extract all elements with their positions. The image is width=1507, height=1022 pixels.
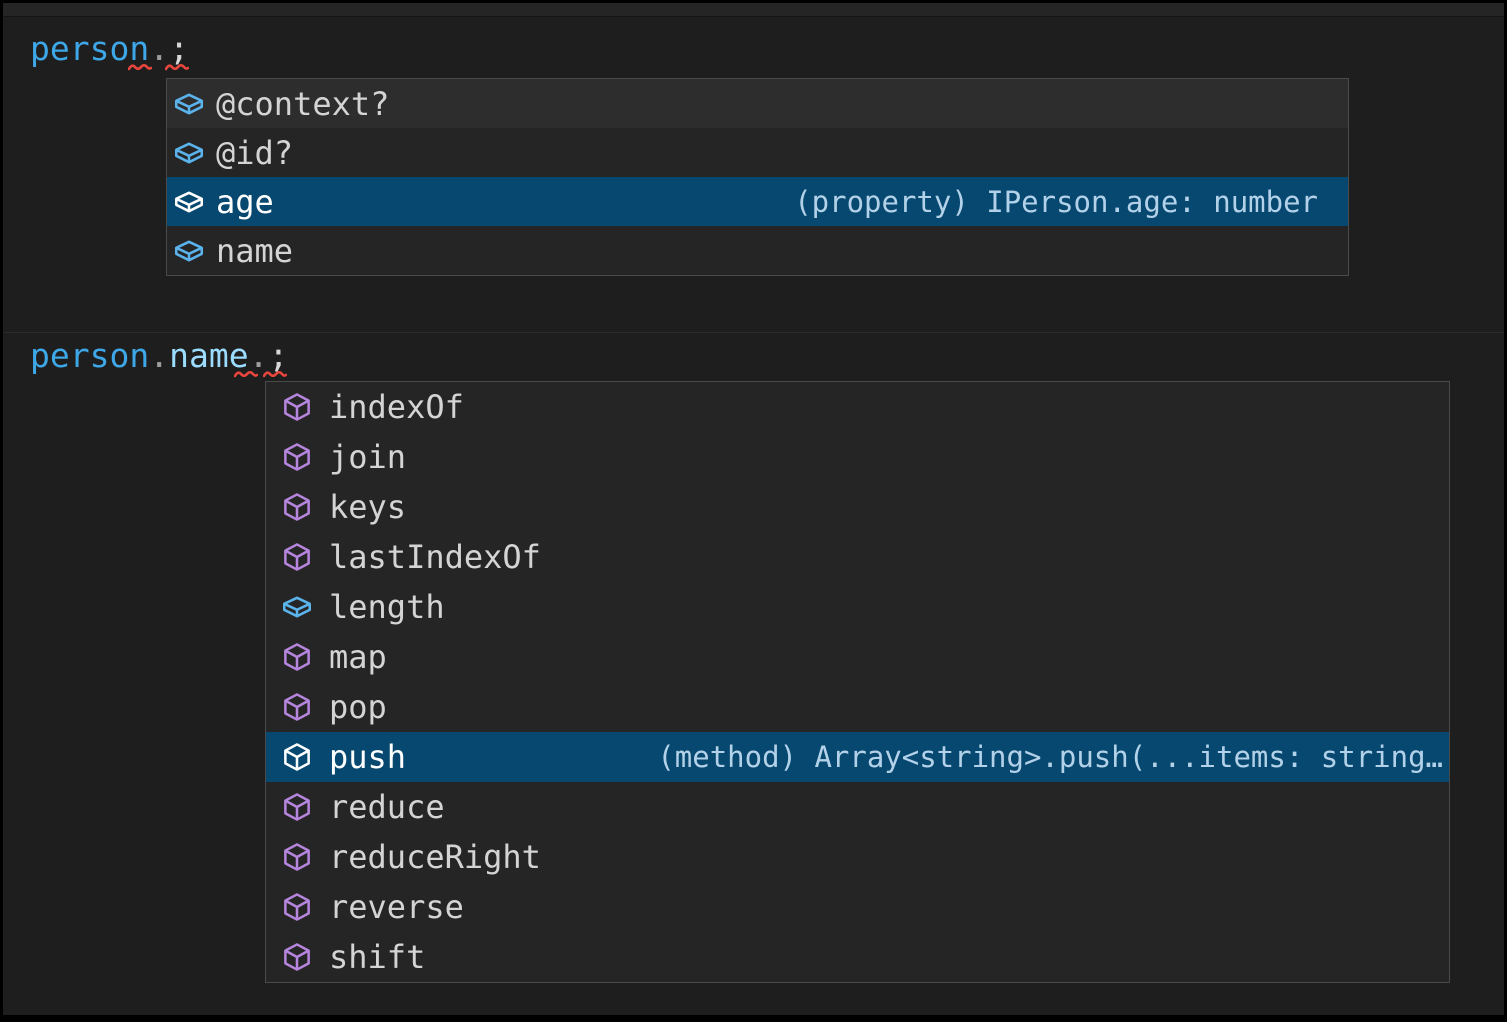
code-line-2[interactable]: person.name.; xyxy=(30,337,288,375)
suggestion-label: age xyxy=(216,182,274,221)
token-semicolon: ; xyxy=(268,336,289,375)
suggestion-item[interactable]: reduce xyxy=(266,782,1449,832)
symbol-field-icon xyxy=(173,87,205,121)
suggestion-item[interactable]: shift xyxy=(266,932,1449,982)
suggestion-item[interactable]: pop xyxy=(266,682,1449,732)
suggestion-item[interactable]: map xyxy=(266,632,1449,682)
token-dot: . xyxy=(248,336,269,375)
suggestion-item[interactable]: @id? xyxy=(167,128,1348,177)
suggestion-label: join xyxy=(329,438,407,476)
suggestion-label: reduce xyxy=(329,788,445,826)
suggestion-label: length xyxy=(329,588,445,626)
symbol-method-icon xyxy=(281,390,313,424)
suggestion-item[interactable]: reduceRight xyxy=(266,832,1449,882)
symbol-method-icon xyxy=(281,940,313,974)
error-squiggle xyxy=(128,62,152,71)
suggest-widget-1: @context? @id? age (property) IPerson.age: … xyxy=(166,78,1349,276)
token-dot: . xyxy=(149,336,170,375)
suggestion-label: indexOf xyxy=(329,388,464,426)
suggestion-item[interactable]: keys xyxy=(266,482,1449,532)
suggestion-label: shift xyxy=(329,938,426,976)
symbol-method-icon xyxy=(281,740,313,774)
suggestion-label: lastIndexOf xyxy=(329,538,541,576)
error-squiggle xyxy=(165,62,189,71)
token-property-name: name xyxy=(169,336,249,375)
symbol-field-icon xyxy=(281,590,313,624)
suggestion-label: pop xyxy=(329,688,387,726)
suggestion-label: @context? xyxy=(216,84,390,123)
suggestion-item[interactable]: push (method) Array<string>.push(...items… xyxy=(266,732,1449,782)
symbol-field-icon xyxy=(173,234,205,268)
suggestion-label: name xyxy=(216,231,294,270)
symbol-method-icon xyxy=(281,440,313,474)
suggestion-detail: (property) IPerson.age: number xyxy=(794,184,1318,219)
suggestion-item[interactable]: lastIndexOf xyxy=(266,532,1449,582)
error-squiggle xyxy=(234,369,258,378)
suggestion-item[interactable]: length xyxy=(266,582,1449,632)
symbol-field-icon xyxy=(173,136,205,170)
token-variable-person: person xyxy=(30,336,150,375)
symbol-method-icon xyxy=(281,640,313,674)
suggestion-item[interactable]: name xyxy=(167,226,1348,275)
symbol-field-icon xyxy=(173,185,205,219)
suggestion-label: reduceRight xyxy=(329,838,541,876)
suggest-widget-2: indexOf join keys lastIndexOf length map pop pu… xyxy=(265,381,1450,983)
suggestion-item[interactable]: indexOf xyxy=(266,382,1449,432)
code-line-1[interactable]: person.; xyxy=(30,30,189,68)
suggestion-label: @id? xyxy=(216,133,294,172)
symbol-method-icon xyxy=(281,840,313,874)
suggestion-item[interactable]: age (property) IPerson.age: number xyxy=(167,177,1348,226)
suggestion-item[interactable]: join xyxy=(266,432,1449,482)
token-dot: . xyxy=(149,29,170,68)
suggestion-label: keys xyxy=(329,488,407,526)
token-variable-person: person xyxy=(30,29,150,68)
symbol-method-icon xyxy=(281,490,313,524)
symbol-method-icon xyxy=(281,890,313,924)
suggestion-item[interactable]: @context? xyxy=(167,79,1348,128)
symbol-method-icon xyxy=(281,790,313,824)
symbol-method-icon xyxy=(281,540,313,574)
suggestion-item[interactable]: reverse xyxy=(266,882,1449,932)
suggestion-label: reverse xyxy=(329,888,464,926)
suggestion-detail: (method) Array<string>.push(...items: st… xyxy=(657,740,1443,774)
suggestion-label: push xyxy=(329,738,407,776)
top-strip xyxy=(3,3,1504,17)
token-semicolon: ; xyxy=(169,29,189,68)
section-divider xyxy=(3,332,1504,333)
error-squiggle xyxy=(263,369,287,378)
symbol-method-icon xyxy=(281,690,313,724)
suggestion-label: map xyxy=(329,638,387,676)
